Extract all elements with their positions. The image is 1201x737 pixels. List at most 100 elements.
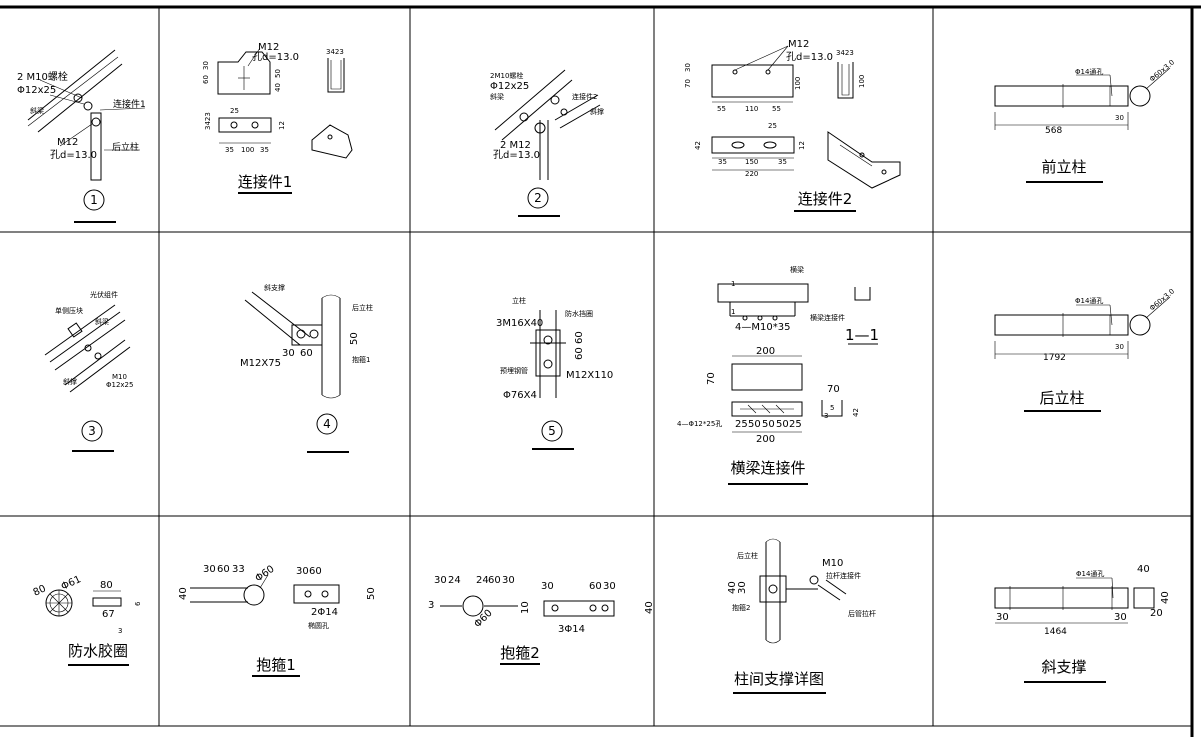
- svg-text:30: 30: [603, 581, 616, 592]
- drawing-title: 横梁连接件: [730, 459, 805, 477]
- svg-text:Φ61: Φ61: [60, 574, 83, 593]
- detail-number: 4: [323, 417, 331, 431]
- svg-text:35: 35: [778, 158, 787, 166]
- svg-text:35: 35: [225, 146, 234, 154]
- svg-text:25: 25: [735, 419, 748, 430]
- svg-text:30: 30: [1114, 612, 1127, 623]
- drawing-title: 柱间支撑详图: [734, 670, 824, 688]
- label: 斜梁: [30, 106, 44, 115]
- svg-text:2 M12: 2 M12: [500, 140, 531, 151]
- svg-text:33: 33: [232, 564, 245, 575]
- drawing-title: 连接件1: [238, 173, 293, 191]
- svg-text:孔d=13.0: 孔d=13.0: [493, 149, 540, 161]
- svg-text:30: 30: [1115, 343, 1124, 351]
- detail-number: 2: [534, 191, 542, 205]
- hoop-1-drawing: 30 60 33 Φ60 40 30 60 2Φ14 椭圆孔 50 抱箍1: [178, 564, 377, 677]
- rear-column-drawing: Φ14通孔 Φ60x3.0 1792 30 后立柱: [994, 287, 1176, 412]
- detail-4: 斜支撑 后立柱 M12X75 30 60 50 抱箍1 4: [240, 283, 373, 453]
- svg-text:M10: M10: [822, 558, 843, 569]
- svg-text:斜支撑: 斜支撑: [264, 283, 285, 292]
- svg-text:拉杆连接件: 拉杆连接件: [826, 571, 861, 580]
- detail-3: 光伏组件 单侧压块 斜梁 M10 Φ12x25 斜撑 3: [44, 290, 133, 452]
- svg-text:M12: M12: [258, 42, 279, 53]
- svg-text:30: 30: [203, 564, 216, 575]
- svg-text:42: 42: [852, 408, 860, 417]
- sheet-frame: [0, 5, 1201, 737]
- drawing-title: 抱箍1: [256, 656, 296, 674]
- svg-text:20: 20: [1150, 608, 1163, 619]
- svg-text:50: 50: [366, 587, 377, 600]
- svg-text:200: 200: [756, 346, 775, 357]
- svg-text:60: 60: [202, 75, 210, 84]
- svg-text:10: 10: [520, 601, 531, 614]
- svg-text:100: 100: [241, 146, 254, 154]
- drawing-title: 后立柱: [1039, 389, 1084, 407]
- drawing-title: 斜支撑: [1041, 658, 1086, 676]
- svg-text:25: 25: [789, 419, 802, 430]
- label: 孔d=13.0: [50, 149, 97, 161]
- svg-text:40: 40: [1137, 564, 1150, 575]
- svg-text:孔d=13.0: 孔d=13.0: [252, 51, 299, 63]
- svg-text:30: 30: [296, 566, 309, 577]
- label: 连接件1: [113, 98, 146, 110]
- svg-text:1: 1: [731, 280, 735, 288]
- svg-text:M12: M12: [788, 39, 809, 50]
- connector-1-drawing: M12 孔d=13.0 60 30 50 40 25 3423 12 35 10…: [202, 42, 353, 194]
- svg-text:30: 30: [1115, 114, 1124, 122]
- svg-text:12: 12: [278, 121, 286, 130]
- svg-text:40: 40: [274, 83, 282, 92]
- svg-text:Φ14通孔: Φ14通孔: [1075, 296, 1103, 305]
- svg-text:1—1: 1—1: [845, 326, 879, 344]
- svg-text:2Φ14: 2Φ14: [311, 607, 338, 618]
- waterproof-ring-drawing: 80 Φ61 80 67 6 3 防水胶圈: [32, 574, 142, 666]
- svg-text:Φ60: Φ60: [472, 608, 494, 630]
- svg-text:220: 220: [745, 170, 758, 178]
- hoop-2-drawing: 30 24 24 60 30 Φ60 3 10 30 60 30 3Φ14 40…: [428, 575, 655, 665]
- detail-5: 立柱 防水挡圈 3M16X40 预埋钢管 M12X110 Φ76X4 60 60…: [496, 296, 613, 450]
- label: M12: [57, 137, 78, 148]
- svg-text:3: 3: [428, 600, 434, 611]
- drawing-title: 前立柱: [1041, 158, 1086, 176]
- detail-1: 2 M10螺栓 Φ12x25 斜梁 连接件1 M12 孔d=13.0 后立柱 1: [17, 49, 146, 223]
- svg-text:60: 60: [589, 581, 602, 592]
- svg-text:50: 50: [349, 332, 360, 345]
- svg-text:70: 70: [827, 384, 840, 395]
- svg-text:55: 55: [717, 105, 726, 113]
- svg-text:60: 60: [300, 348, 313, 359]
- svg-text:5: 5: [830, 404, 834, 412]
- svg-text:568: 568: [1045, 126, 1062, 136]
- svg-text:M12X110: M12X110: [566, 370, 613, 381]
- diagonal-brace-drawing: Φ14通孔 40 40 20 30 30 1464 斜支撑: [994, 564, 1171, 683]
- label: Φ12x25: [17, 85, 56, 96]
- detail-2: 2M10螺栓 Φ12x25 斜梁 连接件2 斜撑 2 M12 孔d=13.0 2: [490, 69, 604, 217]
- svg-text:Φ60x3.0: Φ60x3.0: [1148, 287, 1176, 312]
- svg-text:55: 55: [772, 105, 781, 113]
- drawing-title: 连接件2: [798, 190, 853, 208]
- svg-text:4—Φ12*25孔: 4—Φ12*25孔: [677, 420, 722, 428]
- svg-text:30: 30: [434, 575, 447, 586]
- svg-text:横梁连接件: 横梁连接件: [810, 313, 845, 322]
- svg-text:抱箍1: 抱箍1: [352, 355, 370, 364]
- svg-text:6: 6: [134, 601, 142, 606]
- svg-text:40: 40: [644, 601, 655, 614]
- svg-text:斜梁: 斜梁: [490, 92, 504, 101]
- svg-text:30: 30: [684, 63, 692, 72]
- svg-text:3: 3: [824, 412, 828, 420]
- svg-text:立柱: 立柱: [512, 296, 526, 305]
- svg-text:Φ14通孔: Φ14通孔: [1075, 67, 1103, 76]
- svg-text:50: 50: [762, 419, 775, 430]
- drawing-title: 抱箍2: [500, 644, 540, 662]
- svg-text:24: 24: [448, 575, 461, 586]
- svg-text:30: 30: [737, 581, 748, 594]
- svg-text:3: 3: [118, 627, 122, 635]
- svg-text:抱箍2: 抱箍2: [732, 603, 750, 612]
- svg-text:60: 60: [217, 564, 230, 575]
- svg-text:连接件2: 连接件2: [572, 92, 597, 101]
- svg-text:防水挡圈: 防水挡圈: [565, 309, 593, 318]
- svg-text:35: 35: [718, 158, 727, 166]
- detail-number: 3: [88, 424, 96, 438]
- svg-text:100: 100: [858, 75, 866, 88]
- front-column-drawing: Φ14通孔 Φ60x3.0 568 30 前立柱: [994, 58, 1176, 183]
- svg-text:光伏组件: 光伏组件: [90, 290, 118, 299]
